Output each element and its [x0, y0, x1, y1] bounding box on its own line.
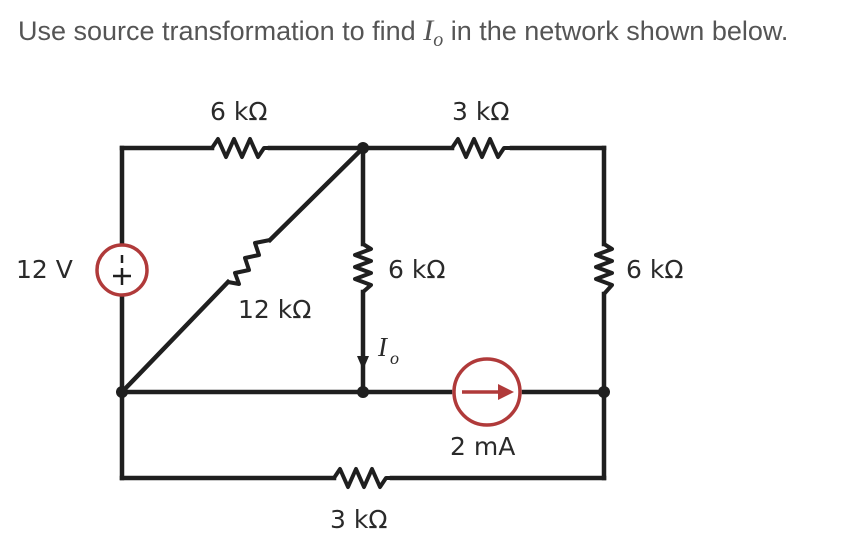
problem-prefix: Use source transformation to find — [18, 16, 424, 46]
wire-diagonal-lower — [118, 278, 232, 396]
resistor-diagonal — [226, 238, 272, 286]
resistor-top-left — [210, 137, 272, 159]
label-current-subscript: o — [390, 348, 399, 368]
wires — [118, 144, 607, 481]
nodes — [116, 142, 610, 398]
resistor-top-right — [450, 137, 514, 159]
resistor-right — [594, 242, 614, 296]
problem-statement: Use source transformation to find Io in … — [18, 14, 788, 52]
io-arrow-icon — [357, 356, 369, 370]
node-center-middle — [357, 386, 369, 398]
label-current-source: 2 mA — [450, 432, 515, 461]
wire-diagonal-upper — [266, 144, 367, 244]
label-r-top-left: 6 kΩ — [210, 97, 267, 126]
node-left-middle — [116, 386, 128, 398]
current-arrow-icon — [498, 384, 514, 400]
problem-suffix: in the network shown below. — [443, 16, 789, 46]
label-r-top-right: 3 kΩ — [452, 97, 509, 126]
label-voltage-source: 12 V — [16, 255, 73, 284]
voltage-source — [95, 243, 149, 297]
resistor-middle — [353, 242, 373, 294]
label-r-right: 6 kΩ — [626, 255, 683, 284]
label-r-diagonal: 12 kΩ — [238, 295, 311, 324]
node-right-middle — [598, 386, 610, 398]
label-r-middle: 6 kΩ — [388, 255, 445, 284]
node-top-middle — [357, 142, 369, 154]
label-current-variable: I — [377, 332, 389, 362]
problem-subscript: o — [433, 29, 444, 51]
problem-variable: I — [423, 14, 434, 47]
resistor-bottom — [332, 467, 394, 489]
current-source — [452, 357, 522, 427]
label-r-bottom: 3 kΩ — [330, 505, 387, 534]
